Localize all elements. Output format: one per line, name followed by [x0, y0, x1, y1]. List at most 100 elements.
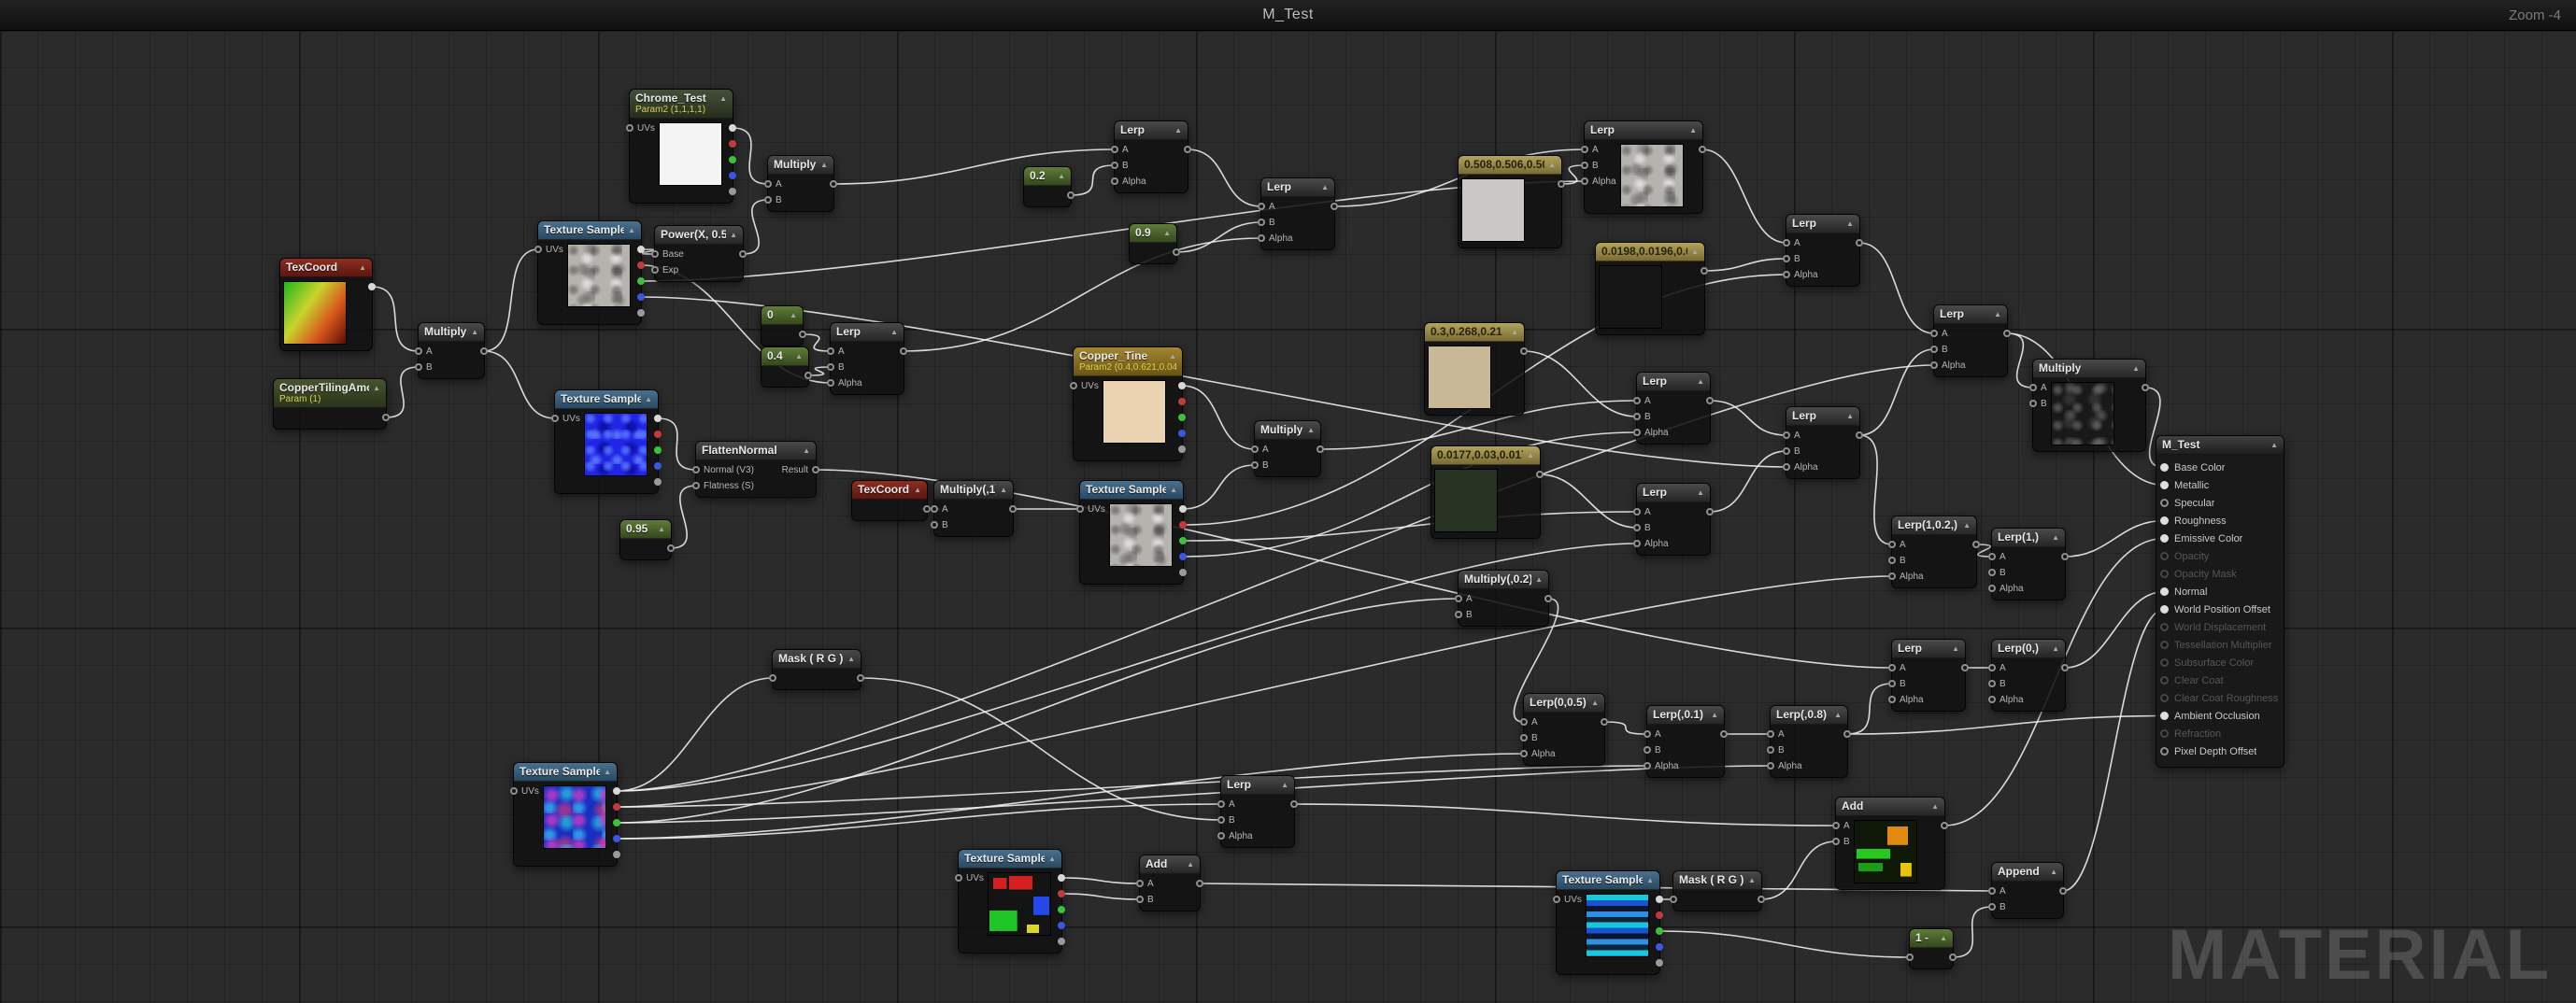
input-pin[interactable]: Normal (V3)	[692, 463, 754, 476]
input-pin[interactable]: UVs	[510, 784, 539, 798]
input-pin[interactable]: Alpha	[1644, 759, 1679, 772]
input-pin[interactable]: A	[1988, 884, 2006, 897]
input-pin[interactable]: A	[931, 502, 948, 516]
collapse-icon[interactable]: ▲	[1689, 125, 1697, 134]
collapse-icon[interactable]: ▲	[1527, 450, 1534, 459]
node-c04[interactable]: 0.4▲	[761, 346, 812, 388]
input-pin[interactable]: Alpha	[1258, 232, 1293, 245]
input-pin[interactable]: B	[1767, 743, 1785, 756]
collapse-icon[interactable]: ▲	[1940, 933, 1947, 942]
collapse-icon[interactable]: ▲	[803, 445, 810, 455]
output-pin[interactable]	[2142, 381, 2149, 394]
input-pin[interactable]: A	[1644, 728, 1661, 741]
output-pin[interactable]	[1941, 819, 1948, 832]
collapse-icon[interactable]: ▲	[790, 310, 797, 319]
output-pin[interactable]	[799, 328, 806, 341]
output-pin[interactable]	[1178, 427, 1186, 440]
input-pin[interactable]: A	[1633, 505, 1651, 518]
output-pin[interactable]	[382, 411, 390, 424]
collapse-icon[interactable]: ▲	[1511, 327, 1518, 336]
material-pin-emissive-color[interactable]: Emissive Color	[2156, 530, 2284, 547]
node-ts4[interactable]: Texture Sample▲UVs	[510, 762, 620, 867]
output-pin[interactable]	[1656, 909, 1663, 922]
output-pin[interactable]	[1178, 411, 1186, 424]
output-pin[interactable]	[729, 137, 736, 150]
input-pin[interactable]: UVs	[551, 412, 580, 425]
output-pin[interactable]	[654, 412, 662, 425]
input-pin[interactable]	[769, 671, 776, 685]
input-pin[interactable]: B	[1581, 159, 1599, 172]
input-pin[interactable]: A	[1930, 327, 1948, 340]
output-pin[interactable]	[1173, 246, 1180, 259]
output-pin[interactable]	[613, 832, 620, 845]
output-pin[interactable]	[1184, 143, 1191, 156]
output-pin[interactable]	[1843, 728, 1851, 741]
output-pin[interactable]	[804, 369, 812, 382]
input-pin[interactable]: B	[2029, 397, 2047, 410]
output-pin[interactable]	[1331, 200, 1338, 213]
input-pin[interactable]: A	[1251, 443, 1269, 456]
node-c02[interactable]: 0.2▲	[1023, 166, 1075, 207]
output-pin[interactable]	[1196, 877, 1203, 890]
material-pin-ambient-occlusion[interactable]: Ambient Occlusion	[2156, 707, 2284, 725]
input-pin[interactable]: A	[415, 345, 433, 358]
input-pin[interactable]: Alpha	[1520, 747, 1556, 760]
output-pin[interactable]	[729, 121, 736, 134]
collapse-icon[interactable]: ▲	[373, 383, 380, 392]
output-pin[interactable]	[368, 280, 376, 293]
output-pin[interactable]	[1179, 566, 1187, 579]
input-pin[interactable]: A	[1520, 715, 1538, 728]
collapse-icon[interactable]: ▲	[2050, 867, 2057, 876]
output-pin[interactable]	[2003, 327, 2011, 340]
material-pin-opacity-mask[interactable]: Opacity Mask	[2156, 565, 2284, 583]
input-pin[interactable]: Alpha	[1783, 460, 1818, 473]
output-pin[interactable]	[1656, 925, 1663, 938]
node-cv1[interactable]: 0.508,0.506,0.508▲	[1458, 155, 1565, 248]
material-pin-opacity[interactable]: Opacity	[2156, 547, 2284, 565]
collapse-icon[interactable]: ▲	[1834, 710, 1842, 719]
collapse-icon[interactable]: ▲	[2052, 532, 2059, 542]
collapse-icon[interactable]: ▲	[1187, 859, 1194, 869]
collapse-icon[interactable]: ▲	[1000, 485, 1007, 494]
input-pin[interactable]	[1906, 951, 1914, 964]
node-flatten[interactable]: FlattenNormal▲Normal (V3)Flatness (S)Res…	[692, 441, 819, 498]
material-pin-world-position-offset[interactable]: World Position Offset	[2156, 600, 2284, 618]
output-pin[interactable]	[1536, 468, 1544, 481]
input-pin[interactable]: A	[764, 177, 782, 191]
collapse-icon[interactable]: ▲	[1846, 411, 1854, 420]
collapse-icon[interactable]: ▲	[359, 262, 366, 272]
output-pin[interactable]	[1856, 236, 1863, 249]
input-pin[interactable]: B	[1988, 900, 2006, 913]
input-pin[interactable]: UVs	[955, 871, 984, 884]
output-pin[interactable]	[654, 459, 662, 473]
input-pin[interactable]: Alpha	[1581, 175, 1616, 188]
output-pin[interactable]	[2061, 661, 2069, 674]
collapse-icon[interactable]: ▲	[1952, 643, 1959, 653]
graph-canvas[interactable]: MATERIAL TexCoord▲CopperTilingAmount▲Par…	[0, 30, 2576, 1003]
output-pin[interactable]	[1179, 550, 1187, 563]
collapse-icon[interactable]: ▲	[1846, 219, 1854, 228]
collapse-icon[interactable]: ▲	[2270, 440, 2278, 449]
input-pin[interactable]: A	[1888, 538, 1906, 551]
collapse-icon[interactable]: ▲	[1321, 182, 1329, 191]
output-pin[interactable]	[480, 345, 488, 358]
node-cv2[interactable]: 0.0198,0.0196,0.02▲	[1595, 242, 1708, 335]
material-pin-metallic[interactable]: Metallic	[2156, 476, 2284, 494]
input-pin[interactable]: UVs	[1070, 379, 1099, 392]
collapse-icon[interactable]: ▲	[1048, 854, 1056, 863]
node-ts2[interactable]: Texture Sample▲UVs	[551, 389, 662, 494]
input-pin[interactable]: UVs	[626, 121, 655, 134]
input-pin[interactable]: B	[1136, 893, 1154, 906]
output-pin[interactable]	[637, 275, 645, 288]
output-pin[interactable]	[1290, 798, 1298, 811]
input-pin[interactable]: B	[1783, 252, 1800, 265]
node-ts5[interactable]: Texture Sample▲UVs	[955, 849, 1065, 954]
